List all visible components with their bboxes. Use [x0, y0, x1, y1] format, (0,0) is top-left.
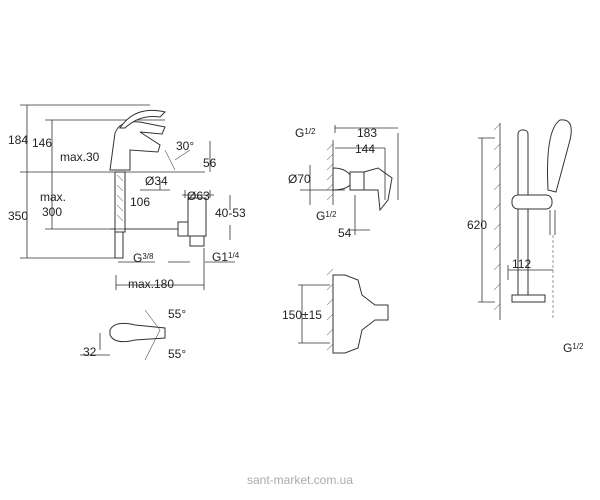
dim-40-53: 40-53 [215, 206, 246, 220]
dim-112: 112 [512, 257, 531, 271]
dim-max30: max.30 [60, 150, 100, 164]
dim-d34: Ø34 [145, 174, 168, 188]
dim-183: 183 [357, 126, 377, 140]
dim-150-15: 150±15 [282, 308, 322, 322]
dim-max180: max.180 [128, 277, 174, 291]
dim-620: 620 [467, 218, 487, 232]
watermark: sant-market.com.ua [247, 473, 353, 487]
dim-g12: G1/2 [563, 341, 584, 355]
dim-d70: Ø70 [288, 172, 311, 186]
dim-g12-top: G1/2 [295, 126, 316, 140]
dim-32: 32 [83, 345, 97, 359]
dim-106: 106 [130, 195, 150, 209]
dim-g114: G11/4 [212, 250, 240, 264]
dim-184: 184 [8, 133, 28, 147]
dim-56: 56 [203, 156, 217, 170]
shower-rail-drawing: 620 112 G1/2 [467, 119, 584, 355]
dim-300: 300 [42, 205, 62, 219]
dim-max: max. [40, 190, 66, 204]
dim-angle-55-top: 55° [168, 307, 186, 321]
dim-g12-bottom: G1/2 [316, 209, 337, 223]
dim-54: 54 [338, 226, 352, 240]
dim-angle-30: 30° [176, 139, 194, 153]
dim-angle-55-bottom: 55° [168, 347, 186, 361]
dim-350: 350 [8, 209, 28, 223]
basin-mixer-drawing: 184 146 max.30 30° 56 Ø34 350 max. 300 Ø… [8, 104, 246, 291]
dim-144: 144 [355, 142, 375, 156]
dim-146: 146 [32, 136, 52, 150]
shower-mixer-drawing: G1/2 183 144 Ø70 G1/2 54 150±15 [282, 125, 399, 354]
dim-g38: G3/8 [133, 251, 154, 265]
top-view-drawing: 55° 32 55° [80, 307, 186, 361]
dim-d63: Ø63 [187, 189, 210, 203]
